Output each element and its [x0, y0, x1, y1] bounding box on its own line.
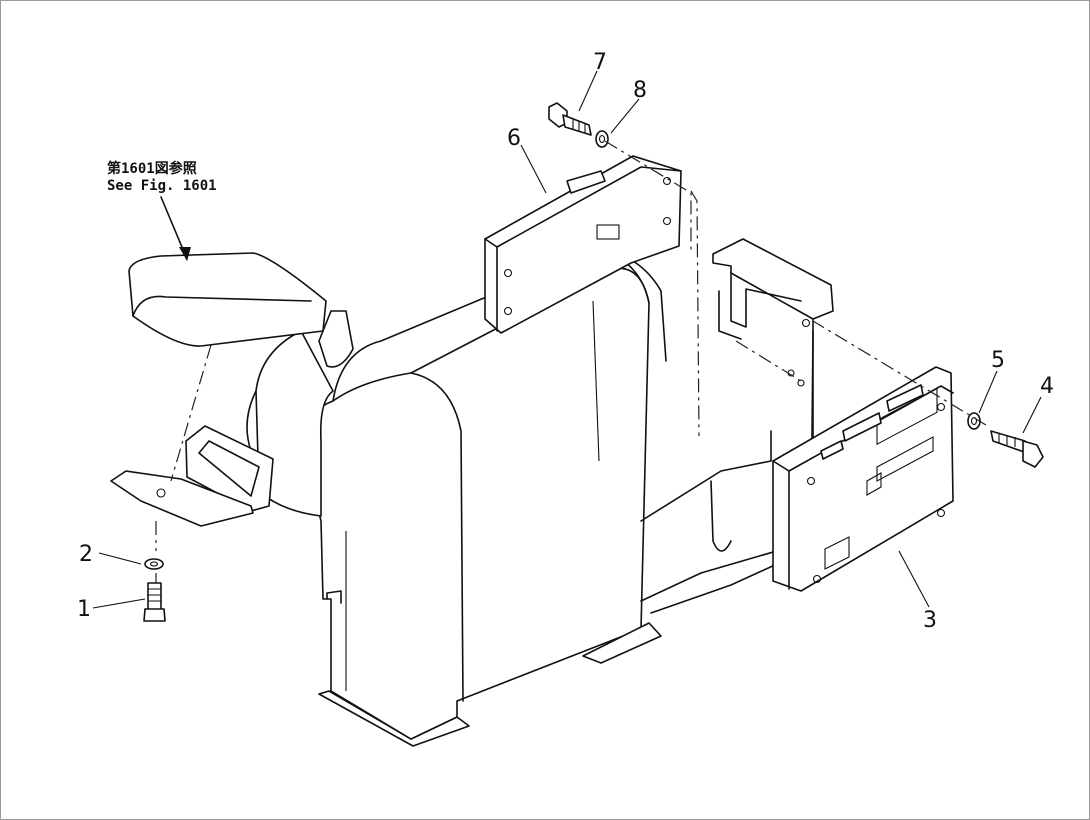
main-housing	[300, 248, 814, 747]
top-cover-pad	[128, 252, 327, 347]
reference-note-en: See Fig. 1601	[107, 178, 217, 194]
assembly-centerlines	[155, 140, 987, 583]
callout-8: 8	[633, 78, 647, 103]
bolt-4	[990, 430, 1044, 468]
inlet-duct	[110, 310, 354, 527]
controller-unit-3	[772, 366, 954, 592]
callout-6: 6	[507, 126, 521, 151]
callout-numbers: 1 2 3 4 5 6 7 8	[77, 50, 1054, 633]
callout-4: 4	[1040, 374, 1054, 399]
bolt-1	[143, 582, 166, 622]
callout-1: 1	[77, 597, 91, 622]
leader-lines	[92, 70, 1042, 609]
callout-3: 3	[923, 608, 937, 633]
callout-5: 5	[991, 348, 1005, 373]
washer-2	[144, 558, 164, 570]
bolt-7	[548, 102, 592, 136]
bracket-6	[484, 155, 682, 334]
callout-2: 2	[79, 542, 93, 567]
washer-8	[595, 130, 609, 148]
callout-7: 7	[593, 50, 607, 75]
reference-note-jp: 第1601図参照	[107, 160, 197, 177]
reference-note: 第1601図参照 See Fig. 1601	[107, 160, 217, 194]
